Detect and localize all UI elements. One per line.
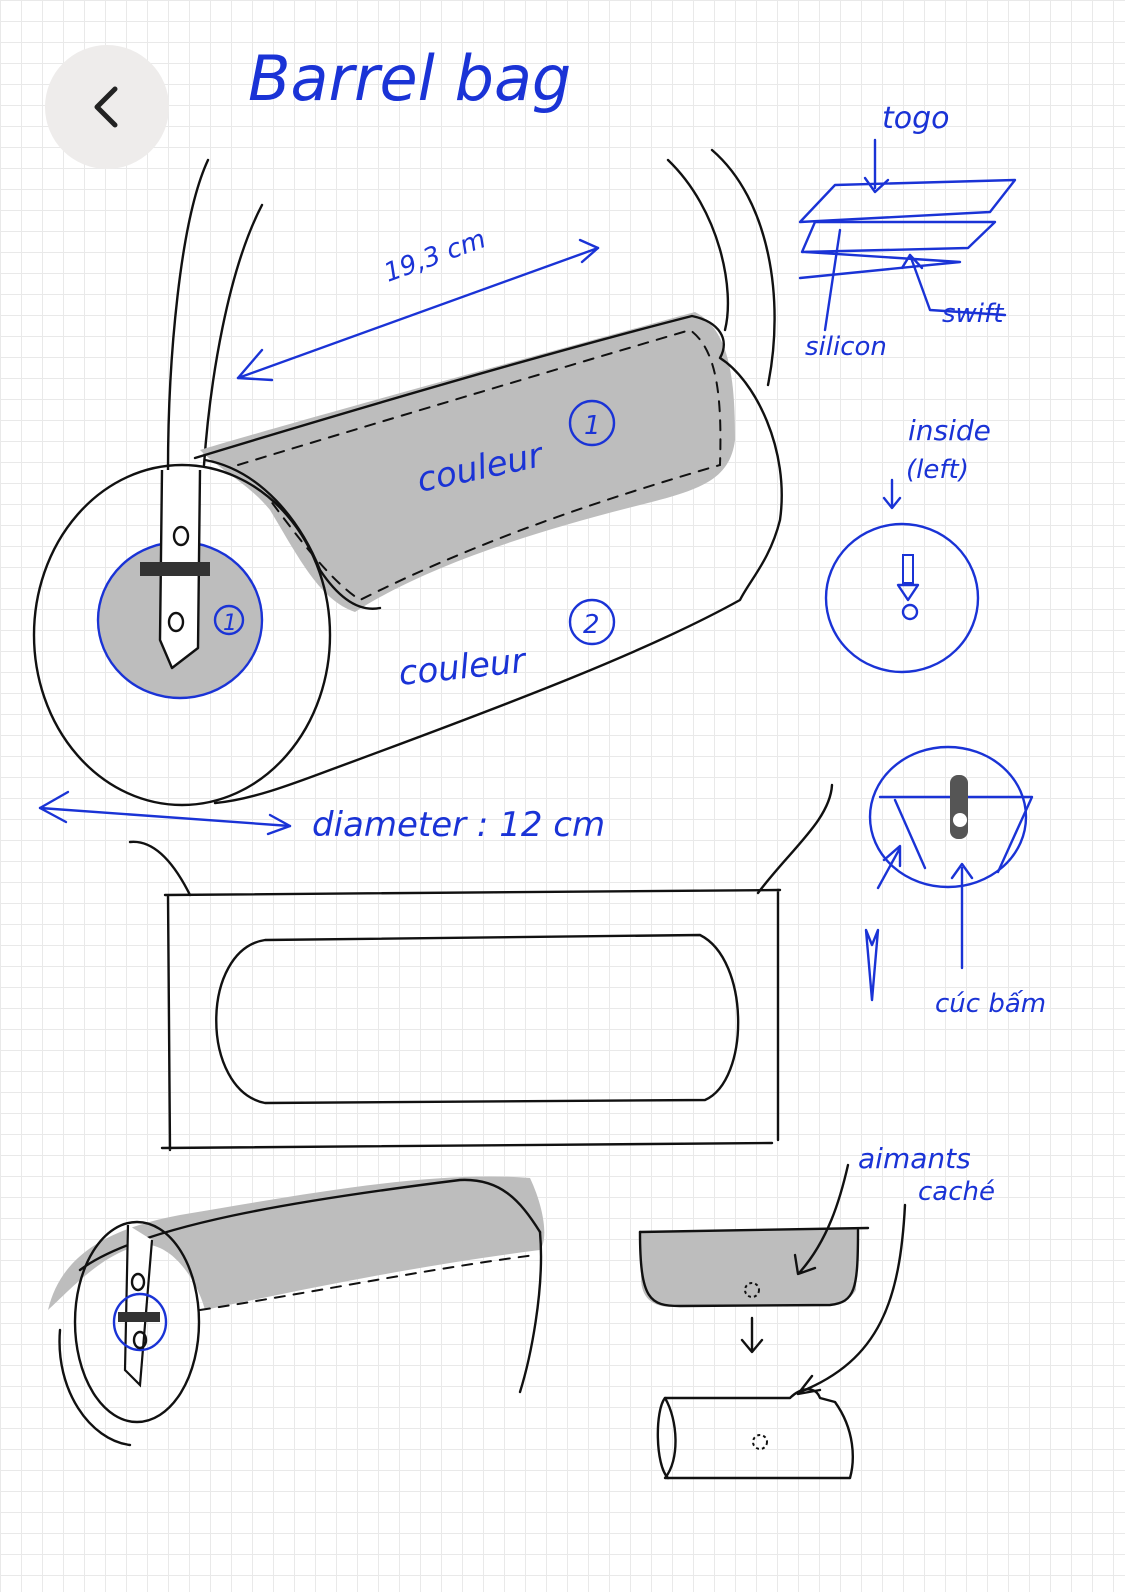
handle-right-outer <box>710 148 776 387</box>
magnet-detail: aimants caché <box>638 1142 995 1480</box>
swift-label: swift <box>942 299 1004 329</box>
diameter-dimension: diameter : 12 cm <box>38 790 605 845</box>
layers-detail: togo silicon swift <box>798 101 1017 362</box>
side-view <box>48 1176 545 1447</box>
cuc-bam-label: cúc bấm <box>935 989 1046 1019</box>
barrel-bag-main: 1 <box>32 148 783 807</box>
color2-badge-circle <box>568 598 616 646</box>
color2-label: couleur <box>397 641 529 694</box>
strap-buckle <box>140 562 210 576</box>
inside-detail: inside (left) <box>824 414 991 674</box>
top-flap-stitch <box>237 328 722 602</box>
color1-badge-circle <box>568 399 616 447</box>
snap-detail: cúc bấm <box>864 745 1046 1019</box>
handle-left-outer <box>166 158 210 472</box>
handle-left-inner <box>202 203 264 467</box>
flat-pattern <box>128 783 834 1152</box>
left-label: (left) <box>906 455 969 485</box>
diameter-label: diameter : 12 cm <box>312 805 605 845</box>
body-outline <box>193 314 783 805</box>
color1-badge-label: 1 <box>584 411 601 441</box>
handle-right-inner <box>666 158 730 332</box>
silicon-label: silicon <box>805 332 887 362</box>
end-badge-label: 1 <box>223 611 237 636</box>
chevron-left-icon <box>94 86 118 128</box>
barrel-end <box>32 463 332 807</box>
length-label: 19,3 cm <box>380 224 490 288</box>
cache-label: caché <box>918 1177 995 1207</box>
back-button[interactable] <box>45 45 169 169</box>
togo-label: togo <box>882 101 950 136</box>
top-flap-fill <box>200 312 735 612</box>
title-label: Barrel bag <box>248 42 571 115</box>
end-badge-circle <box>213 604 245 636</box>
inside-label: inside <box>908 414 991 447</box>
aimants-label: aimants <box>858 1142 971 1175</box>
strap-hole-1 <box>172 525 190 547</box>
strap-hole-2 <box>167 611 185 633</box>
color2-badge-label: 2 <box>583 610 600 640</box>
